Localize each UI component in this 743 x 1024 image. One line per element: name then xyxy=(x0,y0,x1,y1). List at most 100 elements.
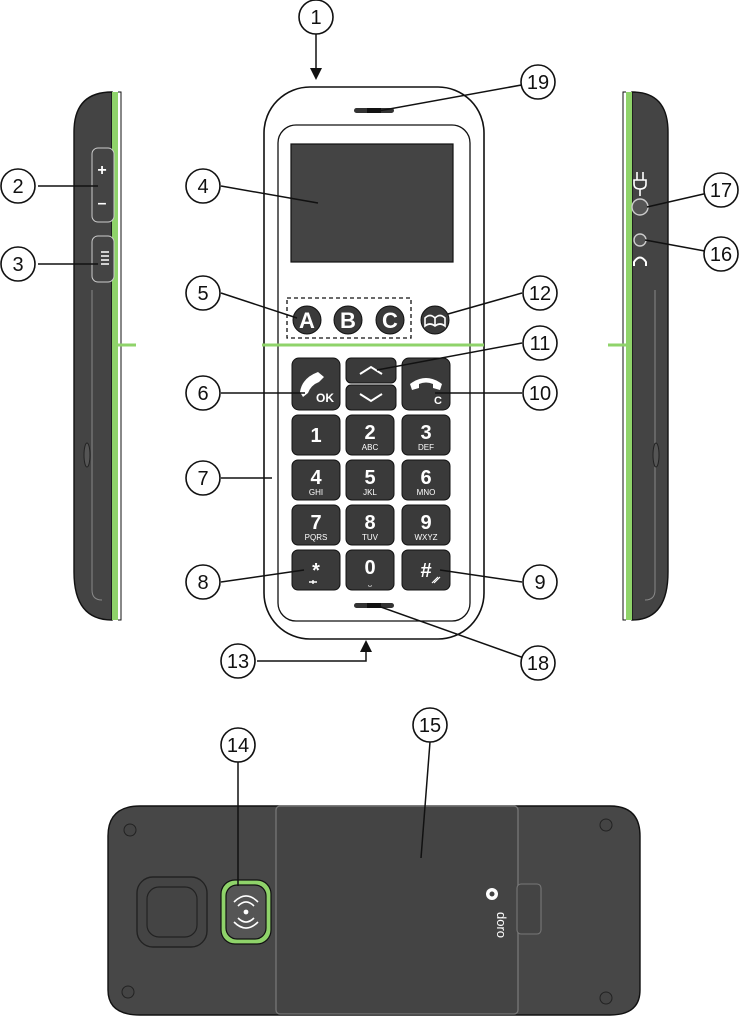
callout-number: 5 xyxy=(197,283,208,305)
keypad-digit: 4 xyxy=(310,467,322,489)
left-side-view: + – xyxy=(74,92,136,620)
nav-up-key[interactable] xyxy=(346,358,396,383)
callout-14: 14 xyxy=(221,728,255,762)
keypad-letters: ABC xyxy=(362,443,379,452)
keypad-key-1[interactable]: 1 xyxy=(292,415,340,455)
callout-number: 15 xyxy=(419,715,441,737)
callout-number: 16 xyxy=(710,244,732,266)
screw-bottom-left xyxy=(122,986,134,998)
callout-12: 12 xyxy=(523,276,557,310)
microphone-center xyxy=(367,603,381,608)
keypad-digit: 1 xyxy=(310,425,321,447)
headset-socket[interactable] xyxy=(634,234,646,246)
right-side-notch xyxy=(653,443,659,467)
callout-number: 13 xyxy=(227,651,249,673)
callout-15: 15 xyxy=(413,708,447,742)
keypad-letters: TUV xyxy=(362,533,379,542)
keypad-key-11[interactable]: 0⎵ xyxy=(346,550,394,590)
callout-18: 18 xyxy=(521,646,555,680)
camera-recess-inner xyxy=(147,887,197,937)
callout-10: 10 xyxy=(523,376,557,410)
speed-dial-a-label: A xyxy=(299,308,315,333)
keypad-digit: 6 xyxy=(420,467,431,489)
callout-number: 6 xyxy=(197,383,208,405)
keypad-letters: JKL xyxy=(363,488,377,497)
left-side-notch xyxy=(84,443,90,467)
screw-bottom-right xyxy=(600,992,612,1004)
callout-16: 16 xyxy=(704,237,738,271)
callout-2: 2 xyxy=(1,169,35,203)
callout-number: 19 xyxy=(527,72,549,94)
callout-1: 1 xyxy=(299,0,333,34)
callout-number: 1 xyxy=(310,7,321,29)
callout-19: 19 xyxy=(521,65,555,99)
keylock-side-key[interactable] xyxy=(92,236,114,282)
cover-latch xyxy=(517,884,541,934)
keypad-digit: 8 xyxy=(364,512,375,534)
callout-number: 12 xyxy=(529,283,551,305)
back-view: doro xyxy=(108,806,640,1015)
charger-socket[interactable] xyxy=(632,199,648,215)
keypad-letters: DEF xyxy=(418,443,434,452)
keypad-digit: 2 xyxy=(364,422,375,444)
callout-number: 10 xyxy=(529,383,551,405)
keypad-digit: 0 xyxy=(364,557,375,579)
callout-number: 3 xyxy=(12,254,23,276)
callout-number: 2 xyxy=(12,176,23,198)
end-key-label: C xyxy=(434,395,442,407)
right-green-strip xyxy=(626,92,632,620)
keypad-digit: 5 xyxy=(364,467,375,489)
battery-cover xyxy=(276,806,518,1014)
brand-logo-text: doro xyxy=(494,912,509,938)
callout-number: 11 xyxy=(530,333,551,355)
keypad-digit: 7 xyxy=(310,512,321,534)
keypad-digit: 9 xyxy=(420,512,431,534)
speed-dial-c-label: C xyxy=(382,308,398,333)
callout-number: 17 xyxy=(710,180,732,202)
callout-6: 6 xyxy=(186,376,220,410)
callout-number: 8 xyxy=(197,572,208,594)
keypad-letters: PQRS xyxy=(305,533,328,542)
volume-minus-label: – xyxy=(98,195,107,212)
callout-number: 4 xyxy=(197,176,208,198)
keypad-digit: * xyxy=(312,560,320,582)
keypad-letters: WXYZ xyxy=(414,533,437,542)
callout-11: 11 xyxy=(523,326,557,360)
callout-number: 14 xyxy=(227,735,249,757)
end-key[interactable] xyxy=(402,358,450,410)
volume-plus-label: + xyxy=(97,162,106,179)
callout-number: 9 xyxy=(534,572,545,594)
callout-9: 9 xyxy=(523,565,557,599)
right-side-body xyxy=(632,92,668,620)
callout-4: 4 xyxy=(186,169,220,203)
call-key-label: OK xyxy=(316,391,334,405)
callout-17: 17 xyxy=(704,173,738,207)
callout-5: 5 xyxy=(186,276,220,310)
speed-dial-b-label: B xyxy=(340,308,356,333)
callout-13: 13 xyxy=(221,644,255,678)
callout-number: 7 xyxy=(197,468,208,490)
assistance-signal-icon xyxy=(244,910,249,915)
keypad-letters: GHI xyxy=(309,488,323,497)
right-side-view xyxy=(608,92,668,620)
keypad-letters: MNO xyxy=(417,488,436,497)
keypad-digit: # xyxy=(420,560,431,582)
callout-8: 8 xyxy=(186,565,220,599)
callout-3: 3 xyxy=(1,247,35,281)
screw-top-left xyxy=(124,824,136,836)
nav-down-key[interactable] xyxy=(346,385,396,410)
callout-7: 7 xyxy=(186,461,220,495)
callout-number: 18 xyxy=(527,653,549,675)
screw-top-right xyxy=(600,819,612,831)
